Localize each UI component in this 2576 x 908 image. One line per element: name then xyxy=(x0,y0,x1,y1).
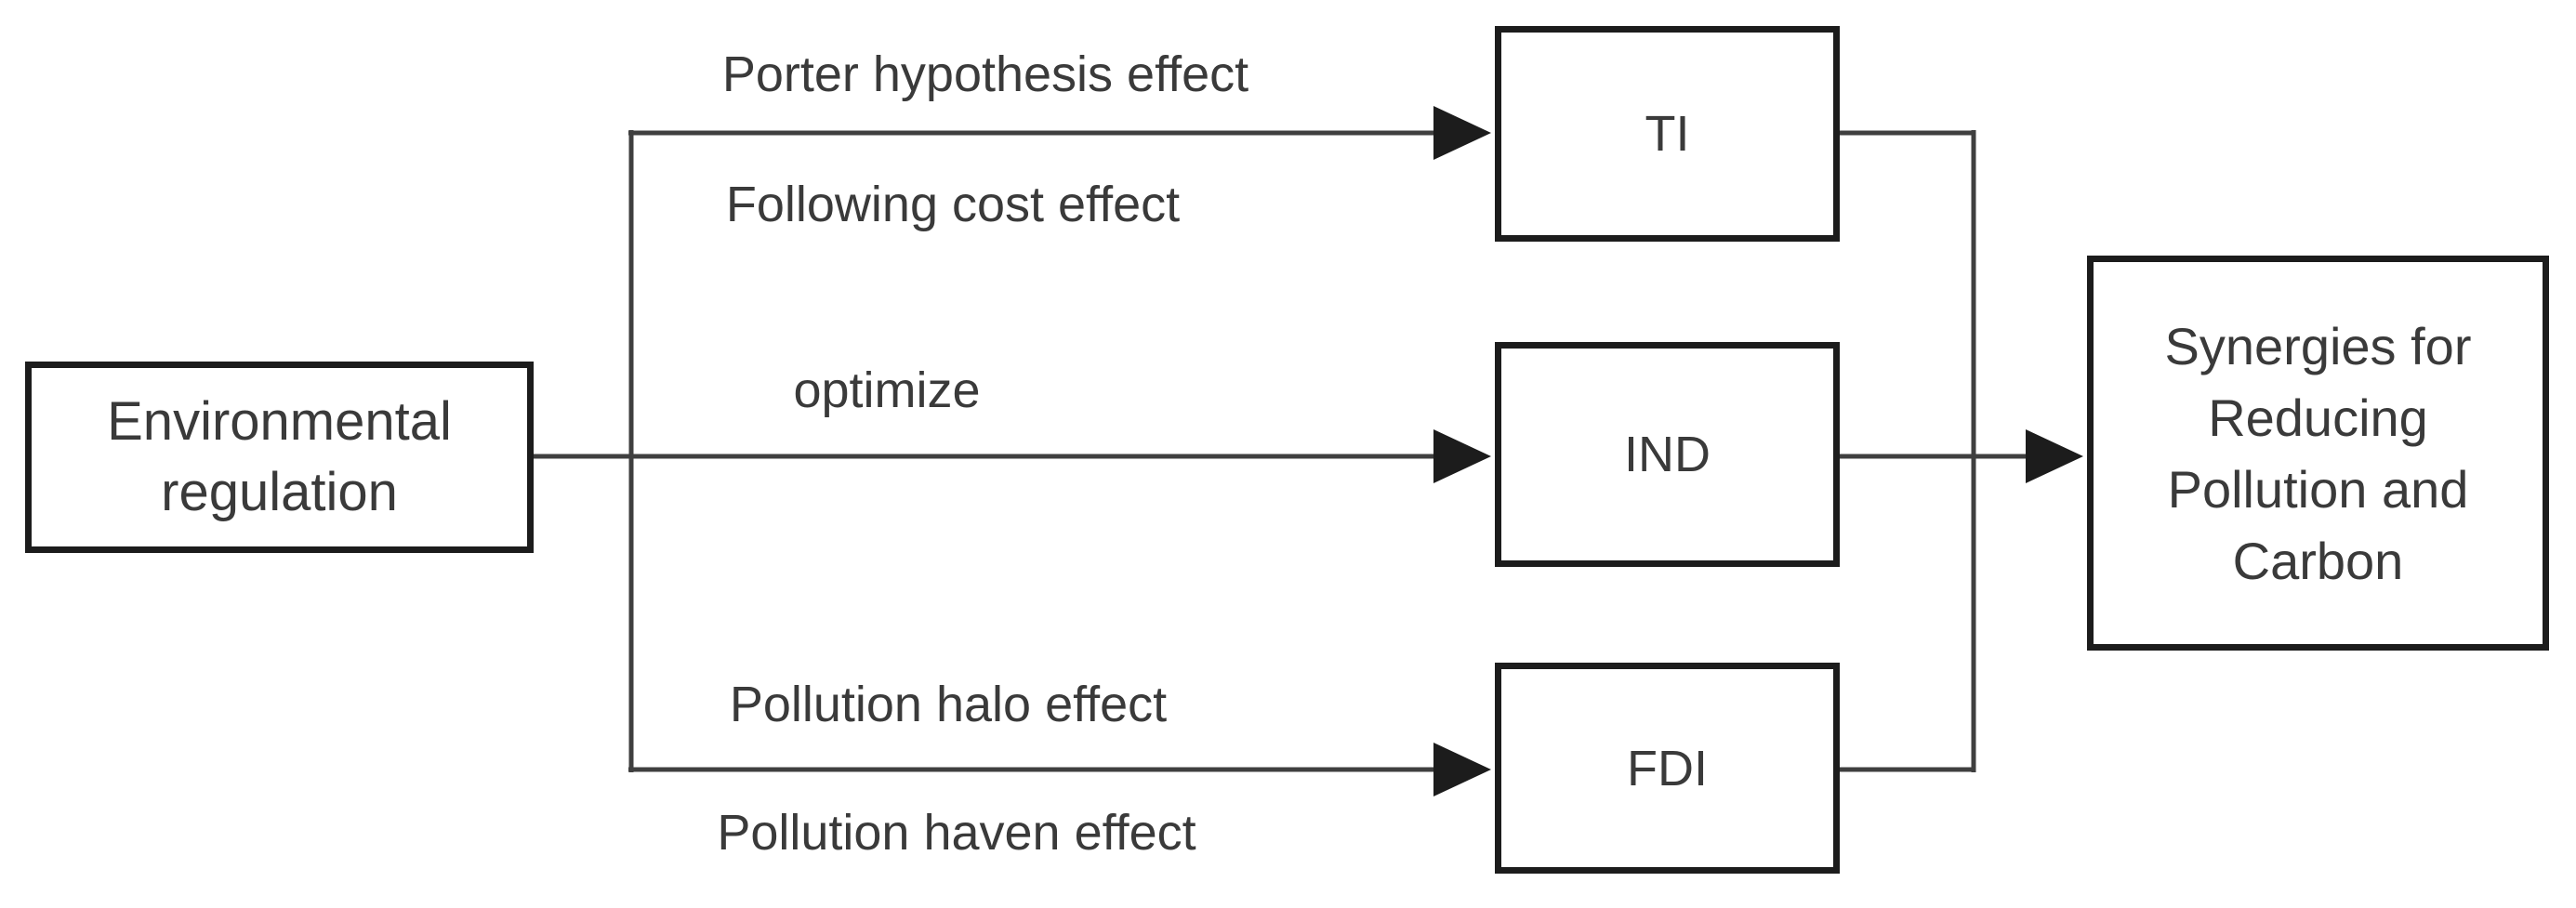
edge-label-porter-hypothesis-effect: Porter hypothesis effect xyxy=(721,46,1249,102)
environmental-regulation-box: Environmental regulation xyxy=(25,362,534,553)
ti-label: TI xyxy=(1645,106,1690,162)
synergies-line2: Reducing xyxy=(2208,388,2428,447)
edge-label-pollution-haven-effect: Pollution haven effect xyxy=(717,805,1196,861)
ind-box: IND xyxy=(1495,342,1840,567)
synergies-line4: Carbon xyxy=(2232,531,2404,590)
edge-label-optimize: optimize xyxy=(793,362,981,418)
environmental-regulation-label: Environmental regulation xyxy=(107,387,452,528)
synergies-line3: Pollution and xyxy=(2167,459,2469,519)
arrowhead-synergies-icon xyxy=(2026,429,2083,483)
ti-box: TI xyxy=(1495,26,1840,242)
arrowhead-ti-icon xyxy=(1433,106,1491,160)
arrowhead-fdi-icon xyxy=(1433,743,1491,796)
fdi-box: FDI xyxy=(1495,663,1840,874)
synergies-line1: Synergies for xyxy=(2164,316,2472,375)
ind-label: IND xyxy=(1624,427,1711,482)
synergies-box: Synergies for Reducing Pollution and Car… xyxy=(2087,256,2549,651)
edge-label-pollution-halo-effect: Pollution halo effect xyxy=(729,677,1168,732)
edge-label-following-cost-effect: Following cost effect xyxy=(725,177,1181,232)
environmental-regulation-line1: Environmental xyxy=(107,391,452,452)
fdi-label: FDI xyxy=(1627,740,1708,796)
synergies-label: Synergies for Reducing Pollution and Car… xyxy=(2165,310,2472,597)
arrowhead-ind-icon xyxy=(1433,429,1491,483)
environmental-regulation-line2: regulation xyxy=(161,462,398,522)
